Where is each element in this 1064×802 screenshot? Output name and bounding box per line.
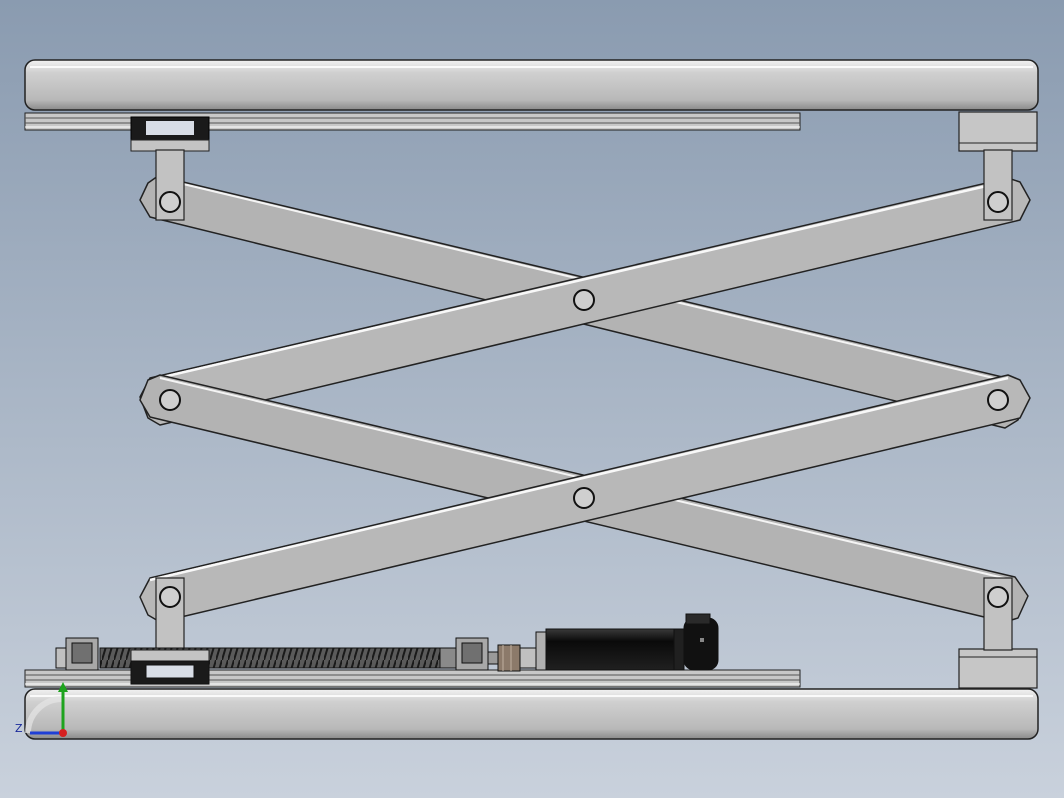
clevis-brackets: [155, 149, 1013, 651]
pin-top-right: [987, 191, 1009, 213]
servo-motor: [535, 613, 719, 671]
pin-mid-left: [159, 389, 181, 411]
right-bearing-block: [439, 637, 489, 671]
shaft-coupling: [497, 644, 537, 672]
drive-assembly: [55, 613, 719, 685]
left-bearing-block: [55, 637, 99, 671]
bottom-platform: [24, 688, 1039, 740]
top-fixed-block: [958, 111, 1038, 152]
coordinate-triad: [25, 682, 68, 737]
pin-bottom-right: [987, 586, 1009, 608]
triad-origin: [59, 729, 67, 737]
bottom-fixed-block: [958, 648, 1038, 689]
pin-top-left: [159, 191, 181, 213]
pin-mid-right: [987, 389, 1009, 411]
pivot-pins: [159, 191, 1009, 608]
triad-z-label: Z: [15, 722, 23, 735]
bottom-slider-block: [130, 649, 210, 685]
pin-center-upper: [573, 289, 595, 311]
pin-bottom-left: [159, 586, 181, 608]
top-platform: [24, 59, 1039, 111]
top-slider-block: [130, 116, 210, 152]
pin-center-lower: [573, 487, 595, 509]
